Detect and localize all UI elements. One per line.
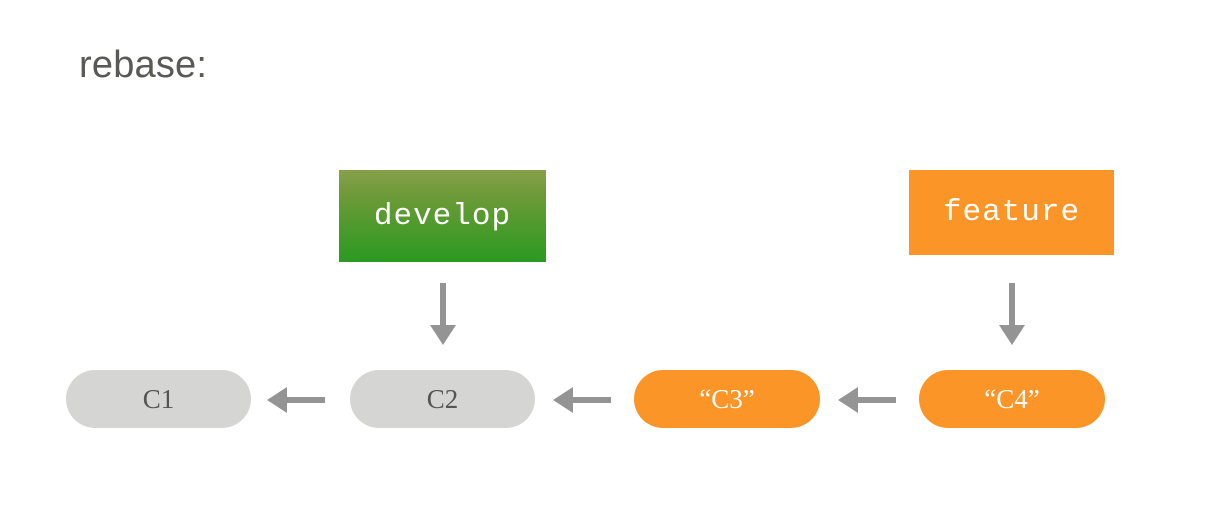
feature-branch-label-text: feature — [942, 195, 1081, 230]
arrow-head — [999, 325, 1025, 345]
develop-branch-label-text: develop — [373, 198, 512, 234]
c2-to-c1-arrow-left-icon — [267, 387, 325, 413]
feature-branch-label: feature — [909, 170, 1114, 255]
arrow-head — [430, 325, 456, 345]
commit-label: “C4” — [984, 383, 1040, 414]
c4-to-c3-arrow-left-icon — [838, 387, 896, 413]
arrow-shaft — [440, 283, 446, 325]
commit-node-c3: “C3” — [634, 370, 820, 428]
page-title: rebase: — [79, 44, 208, 86]
arrow-shaft — [856, 397, 896, 403]
commit-label: C2 — [426, 383, 459, 414]
arrow-shaft — [1009, 283, 1015, 325]
arrow-shaft — [571, 397, 611, 403]
commit-node-c4: “C4” — [919, 370, 1105, 428]
arrow-head — [267, 387, 287, 413]
arrow-head — [838, 387, 858, 413]
feature-to-c4-arrow-down-icon — [999, 283, 1025, 345]
commit-node-c1: C1 — [66, 370, 251, 428]
commit-label: C1 — [142, 383, 175, 414]
c3-to-c2-arrow-left-icon — [553, 387, 611, 413]
commit-label: “C3” — [699, 383, 755, 414]
arrow-head — [553, 387, 573, 413]
develop-branch-label: develop — [339, 170, 546, 262]
arrow-shaft — [285, 397, 325, 403]
commit-node-c2: C2 — [350, 370, 535, 428]
develop-to-c2-arrow-down-icon — [430, 283, 456, 345]
